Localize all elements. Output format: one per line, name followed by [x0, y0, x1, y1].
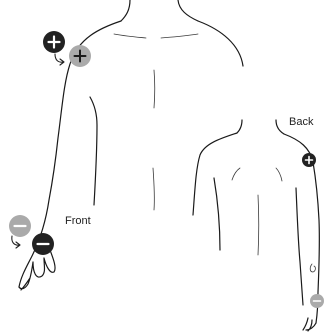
front-hand-minus-light-marker[interactable] — [9, 215, 31, 237]
hand-curved-arrow-icon — [12, 236, 20, 248]
back-shoulder-blade-left — [232, 168, 240, 180]
front-neck-left — [121, 0, 130, 21]
shoulder-curved-arrow-icon — [55, 54, 64, 65]
back-label: Back — [289, 116, 314, 128]
back-shoulder-plus-dark-marker[interactable] — [302, 153, 316, 167]
front-right-shoulder — [198, 21, 243, 66]
back-hand-minus-light-marker[interactable] — [310, 294, 324, 308]
back-neck-left — [237, 120, 242, 133]
front-hand-minus-dark-marker[interactable] — [32, 233, 54, 255]
front-label: Front — [65, 215, 91, 227]
front-shoulder-plus-dark-marker[interactable] — [43, 31, 65, 53]
back-neck-right — [276, 120, 284, 134]
back-left-shoulder — [193, 133, 237, 215]
back-inner-arm — [296, 188, 303, 305]
front-neck-right — [178, 0, 198, 21]
front-inner-arm — [90, 97, 97, 205]
back-shoulder-blade-right — [276, 168, 282, 181]
back-spine — [258, 195, 259, 255]
back-hand — [303, 318, 316, 331]
front-shoulder-plus-light-marker[interactable] — [69, 45, 91, 67]
front-abdomen-line — [153, 168, 154, 210]
front-clavicle-right — [161, 34, 198, 38]
back-elbow-crease — [310, 264, 315, 272]
back-view-figure — [193, 120, 319, 331]
front-sternum — [154, 70, 155, 108]
back-left-side — [214, 178, 220, 250]
front-clavicle-left — [114, 34, 146, 38]
